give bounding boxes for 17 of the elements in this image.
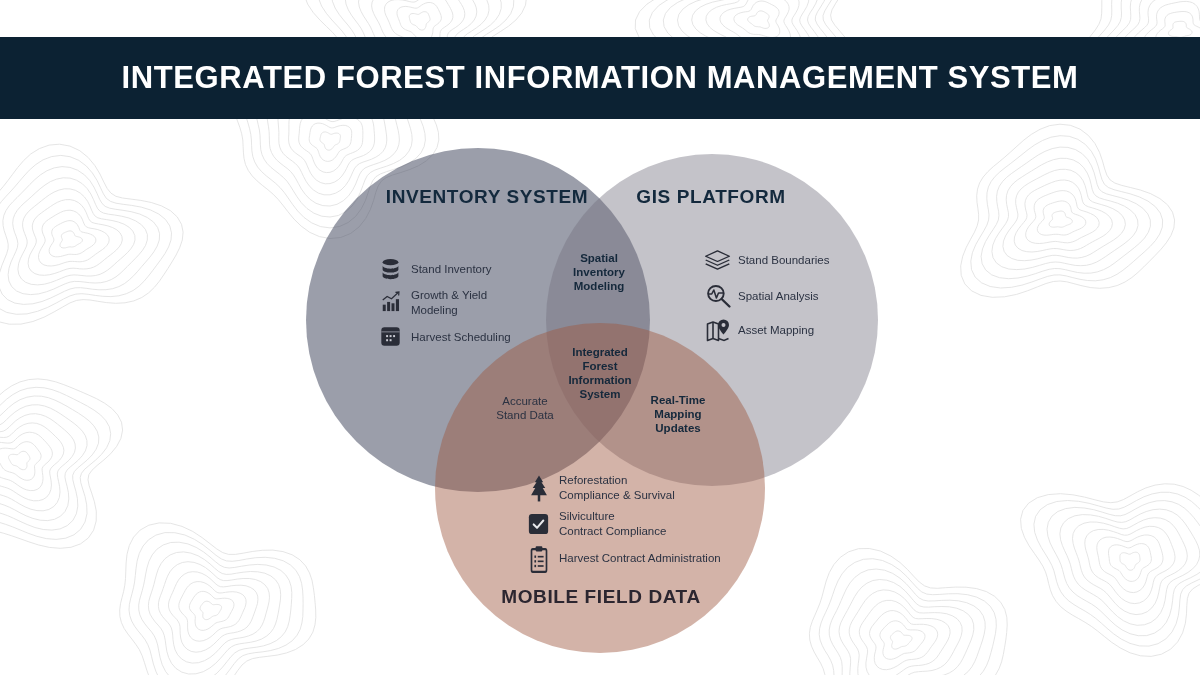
item-label: Harvest Contract Administration [559, 550, 721, 566]
item-label: Harvest Scheduling [411, 329, 511, 345]
overlap-label: Integrated Forest Information System [568, 345, 632, 401]
overlap-label: Accurate Stand Data [496, 394, 554, 422]
item-label: Growth & Yield Modeling [411, 288, 488, 318]
item-label: Reforestation Compliance & Survival [559, 473, 675, 503]
item-label: Silviculture Contract Compliance [559, 509, 667, 539]
circle-heading: INVENTORY SYSTEM [385, 186, 589, 208]
overlap-label: Spatial Inventory Modeling [573, 251, 625, 293]
item-label: Spatial Analysis [738, 288, 819, 304]
item-label: Stand Boundaries [738, 252, 830, 268]
item-label: Stand Inventory [411, 261, 492, 277]
overlap-label: Real-Time Mapping Updates [650, 393, 706, 435]
circle-heading: MOBILE FIELD DATA [501, 586, 701, 608]
circle-heading: GIS PLATFORM [636, 186, 786, 208]
item-label: Asset Mapping [738, 322, 815, 338]
title-text: INTEGRATED FOREST INFORMATION MANAGEMENT SYSTEM [121, 60, 1079, 96]
